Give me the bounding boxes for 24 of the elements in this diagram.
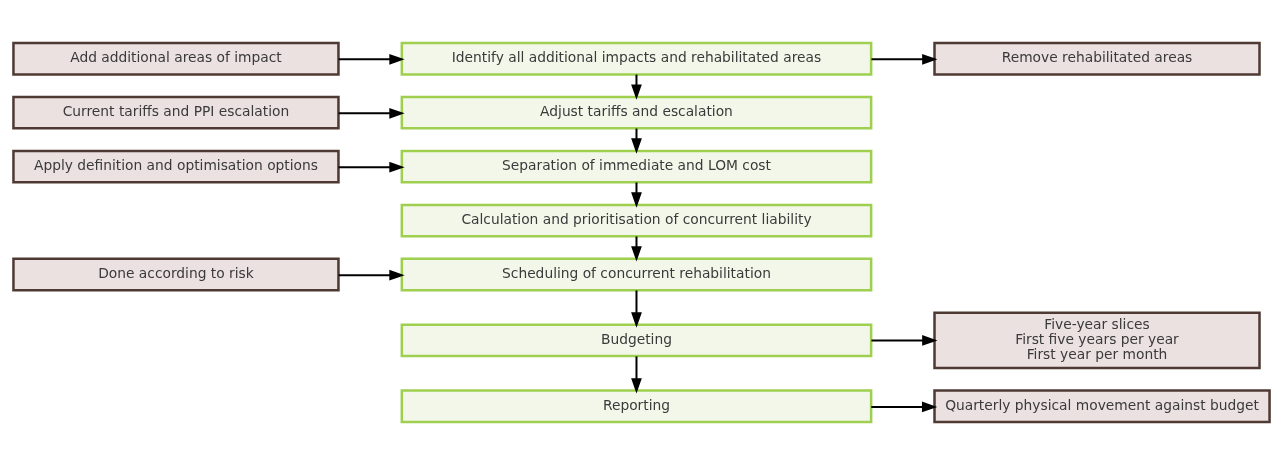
node-box: Quarterly physical movement against budget <box>933 389 1271 424</box>
arrow <box>338 161 405 173</box>
node-box: Remove rehabilitated areas <box>933 41 1261 76</box>
node-box: Current tariffs and PPI escalation <box>12 95 340 130</box>
node-box: Calculation and prioritisation of concurrent liability <box>400 203 873 238</box>
arrow <box>338 107 405 119</box>
node-box: Five-year slices First five years per year First year per month <box>933 311 1261 370</box>
node-box: Identify all additional impacts and rehabilitated areas <box>400 41 873 76</box>
arrow <box>338 53 405 65</box>
node-box: Separation of immediate and LOM cost <box>400 149 873 184</box>
arrow <box>631 236 642 262</box>
node-box: Budgeting <box>400 323 873 358</box>
node-box: Scheduling of concurrent rehabilitation <box>400 257 873 292</box>
node-box: Adjust tariffs and escalation <box>400 95 873 130</box>
arrow <box>871 53 938 65</box>
node-box: Reporting <box>400 389 873 424</box>
arrow <box>871 401 938 413</box>
arrow <box>631 356 642 394</box>
node-box: Done according to risk <box>12 257 340 292</box>
node-box: Add additional areas of impact <box>12 41 340 76</box>
arrow <box>631 290 642 328</box>
arrow <box>871 335 938 346</box>
arrow <box>338 269 405 281</box>
node-box: Apply definition and optimisation options <box>12 149 340 184</box>
